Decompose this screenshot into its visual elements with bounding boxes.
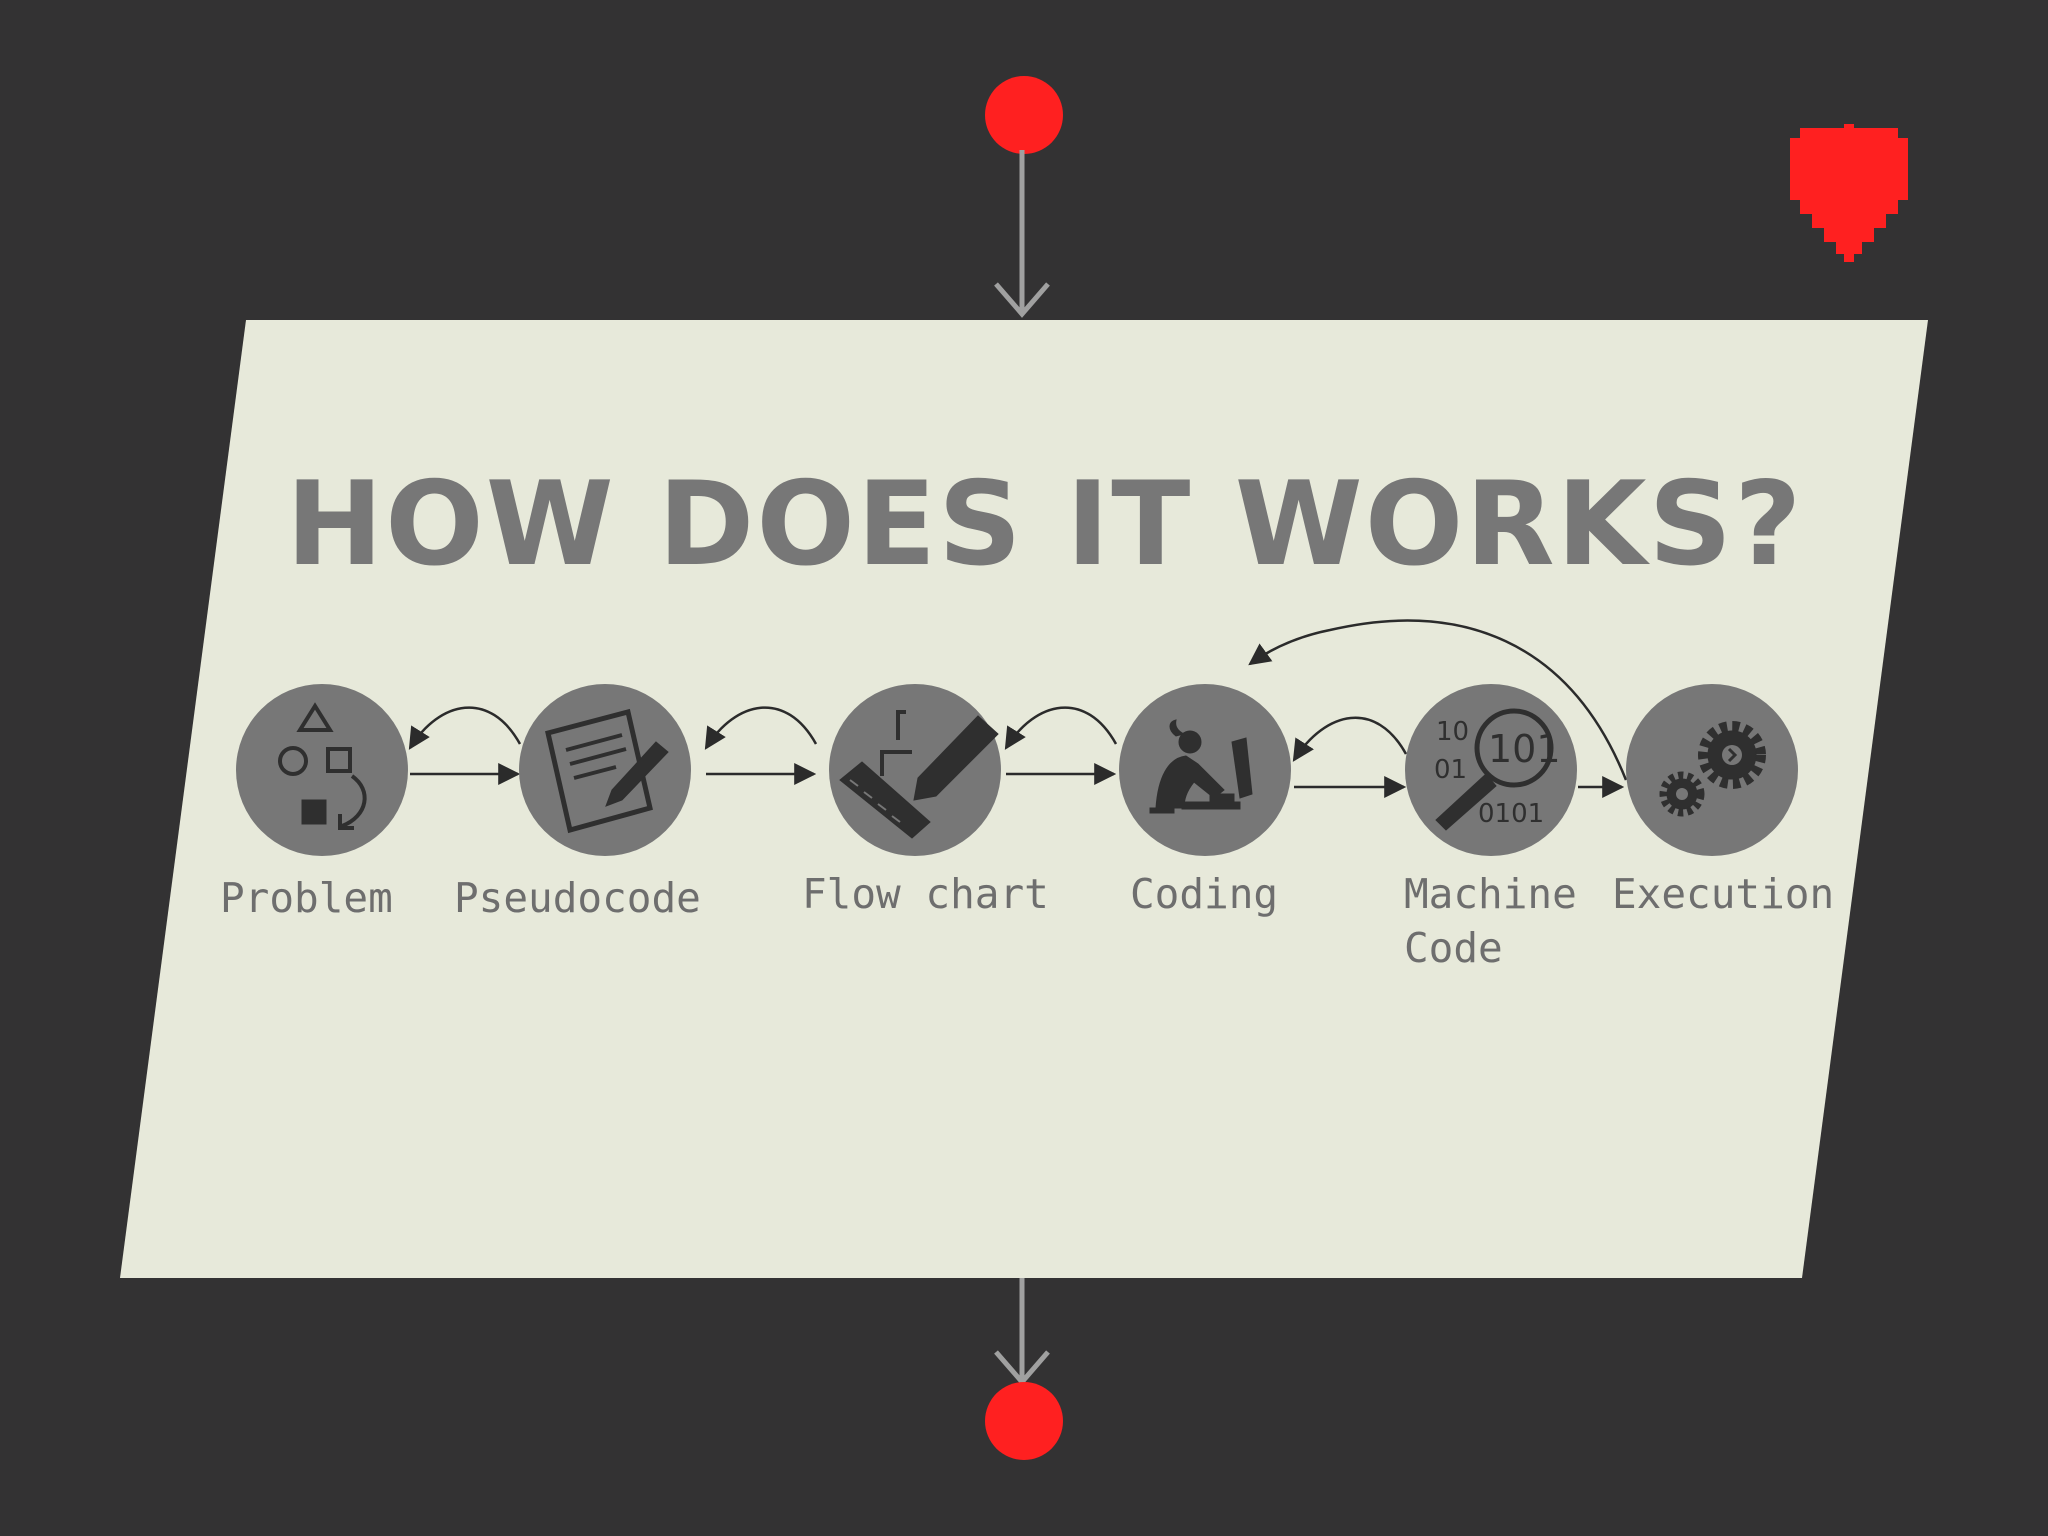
pixel-heart-icon bbox=[1790, 124, 1908, 262]
step-problem bbox=[236, 684, 408, 856]
diagram-title: HOW DOES IT WORKS? bbox=[286, 457, 1803, 592]
arc-flowchart-to-pseudocode bbox=[704, 706, 818, 750]
notepad-pencil-icon bbox=[545, 708, 669, 834]
step-pseudocode bbox=[519, 684, 691, 856]
step-execution bbox=[1626, 684, 1798, 856]
step-machine-code: 10 01 101 0101 bbox=[1405, 684, 1577, 856]
top-connector-arrowhead bbox=[994, 282, 1050, 318]
binary-digits-bottom: 0101 bbox=[1478, 799, 1544, 829]
step-circle bbox=[1119, 684, 1291, 856]
step-label-problem: Problem bbox=[220, 874, 393, 922]
step-circle bbox=[829, 684, 1001, 856]
shapes-icon bbox=[278, 702, 367, 830]
step-coding bbox=[1119, 684, 1291, 856]
step-label-pseudocode: Pseudocode bbox=[454, 874, 701, 922]
forward-arrows bbox=[410, 763, 1625, 798]
binary-magnifier-icon: 10 01 101 0101 bbox=[1434, 708, 1561, 831]
step-label-flowchart: Flow chart bbox=[802, 870, 1049, 918]
end-dot bbox=[985, 1382, 1063, 1460]
start-dot bbox=[985, 76, 1063, 154]
ruler-pencil-icon bbox=[839, 710, 999, 839]
bottom-connector-arrowhead bbox=[994, 1350, 1050, 1386]
process-panel bbox=[120, 320, 1928, 1278]
feedback-arcs bbox=[408, 619, 1628, 781]
step-circle bbox=[1626, 684, 1798, 856]
person-computer-icon bbox=[1149, 719, 1253, 814]
step-circle bbox=[236, 684, 408, 856]
step-label-machine: Machine bbox=[1404, 870, 1577, 918]
gears-icon bbox=[1659, 721, 1766, 817]
arc-coding-to-flowchart bbox=[1004, 706, 1118, 750]
step-label-coding: Coding bbox=[1130, 870, 1278, 918]
arc-machinecode-to-coding bbox=[1292, 716, 1408, 762]
binary-digits-left-top: 10 bbox=[1436, 717, 1469, 747]
step-flowchart bbox=[829, 684, 1001, 856]
step-label-code: Code bbox=[1404, 924, 1503, 972]
arc-execution-to-coding bbox=[1248, 619, 1628, 781]
step-labels: Problem Pseudocode Flow chart Coding Mac… bbox=[220, 870, 1834, 972]
step-label-execution: Execution bbox=[1612, 870, 1834, 918]
arc-pseudocode-to-problem bbox=[408, 706, 522, 750]
binary-digits-left-bottom: 01 bbox=[1434, 755, 1467, 785]
binary-digits-lens: 101 bbox=[1488, 727, 1561, 771]
